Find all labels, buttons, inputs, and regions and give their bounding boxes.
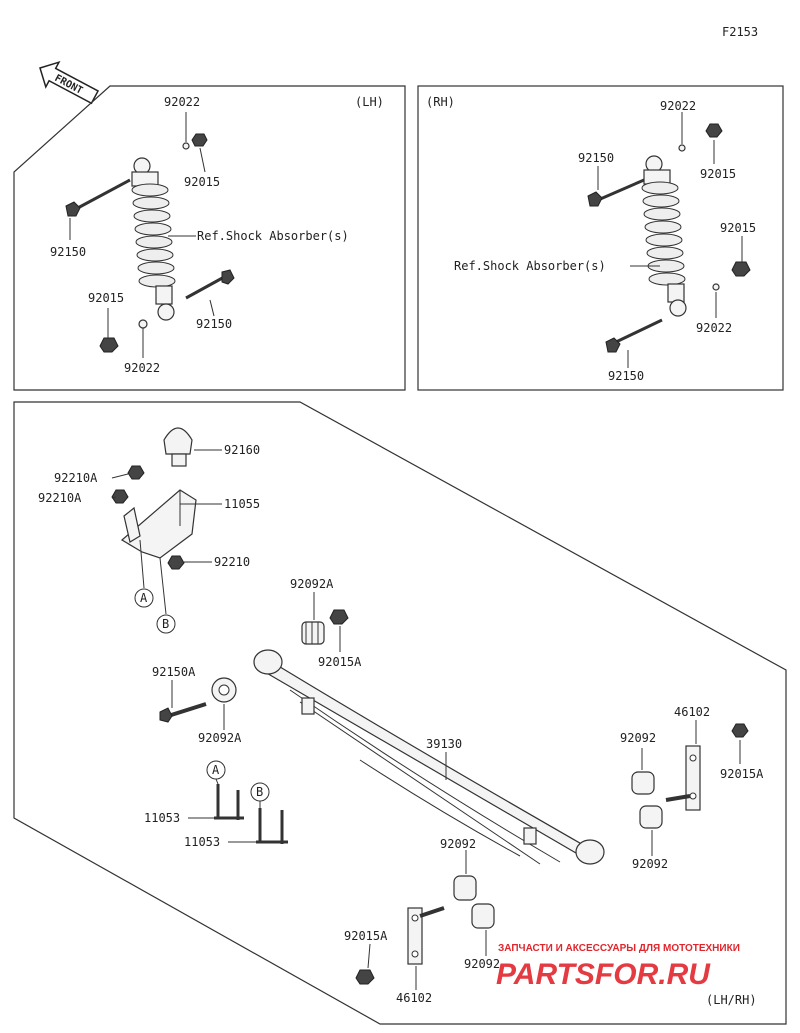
ubolt-b-circle-label: B — [256, 785, 263, 799]
rh-top-washer-callout: 92022 — [660, 99, 696, 113]
bolt-front-callout: 92150A — [152, 665, 196, 679]
rh-panel-frame — [417, 85, 784, 391]
bolt-front — [159, 702, 207, 723]
shackle-lower-callout: 46102 — [396, 991, 432, 1005]
rh-top-bolt-callout: 92150 — [578, 151, 614, 165]
rh-top-washer — [678, 144, 686, 152]
bushing-lower-2 — [471, 903, 495, 929]
nut-upper-right — [731, 723, 749, 738]
rh-side-label: (RH) — [426, 95, 455, 109]
ubolt-a-circle-label: A — [212, 763, 220, 777]
ubolt-b — [256, 808, 288, 844]
bushing-right-2 — [639, 805, 663, 829]
nut-lower-left — [355, 969, 375, 985]
lh-top-nut-callout: 92015 — [184, 175, 220, 189]
bushing-top-callout: 92092A — [290, 577, 334, 591]
lh-bottom-nut-callout: 92015 — [88, 291, 124, 305]
rh-ref-label: Ref.Shock Absorber(s) — [454, 259, 606, 273]
nut-a2-callout: 92210A — [38, 491, 82, 505]
nut-a1-callout: 92210A — [54, 471, 98, 485]
rh-bottom-bolt-callout: 92150 — [608, 369, 644, 383]
leaf-spring-callout: 39130 — [426, 737, 462, 751]
front-arrow-icon: FRONT — [39, 60, 100, 105]
rh-bottom-nut-callout: 92015 — [720, 221, 756, 235]
rh-bottom-nut — [731, 261, 751, 277]
lh-bottom-bolt-callout: 92150 — [196, 317, 232, 331]
rh-bottom-washer — [712, 283, 720, 291]
leaf-spring — [253, 649, 605, 865]
rh-bottom-washer-callout: 92022 — [696, 321, 732, 335]
circle-a — [134, 588, 154, 608]
rh-top-nut — [705, 123, 723, 138]
bushing-front-callout: 92092A — [198, 731, 242, 745]
nut-lower-left-callout: 92015A — [344, 929, 388, 943]
nut-b-callout: 92210 — [214, 555, 250, 569]
bracket — [120, 489, 197, 559]
rh-top-nut-callout: 92015 — [700, 167, 736, 181]
nut-upper-right-callout: 92015A — [720, 767, 764, 781]
lh-side-label: (LH) — [355, 95, 384, 109]
lh-bottom-nut — [99, 337, 119, 353]
stopper-callout: 92160 — [224, 443, 260, 457]
lh-bottom-bolt — [185, 269, 235, 300]
lh-top-washer-callout: 92022 — [164, 95, 200, 109]
watermark-brand: PARTSFOR.RU — [496, 958, 711, 991]
rh-bottom-bolt — [605, 318, 663, 353]
nut-a2 — [111, 489, 129, 504]
lh-top-washer — [182, 142, 190, 150]
bushing-front — [211, 677, 237, 703]
lh-panel: (LH) — [13, 85, 406, 391]
circle-b-label: B — [162, 617, 169, 631]
bushing-right-2-callout: 92092 — [632, 857, 668, 871]
bushing-lower-1 — [453, 875, 477, 901]
shackle-upper — [665, 745, 701, 811]
bump-stopper — [163, 427, 193, 467]
lh-bottom-washer-callout: 92022 — [124, 361, 160, 375]
nut-a1 — [127, 465, 145, 480]
rh-shock-absorber — [641, 155, 687, 317]
shackle-lower — [407, 906, 445, 965]
bracket-callout: 11055 — [224, 497, 260, 511]
main-panel: (LH/RH) 92160 92210A 92210A 11055 92210 … — [13, 401, 787, 1025]
nut-top — [329, 609, 349, 625]
watermark: ЗАПЧАСТИ И АКСЕССУАРЫ ДЛЯ МОТОТЕХНИКИ PA… — [496, 943, 740, 991]
circle-b — [156, 614, 176, 634]
circle-a-label: A — [140, 591, 148, 605]
rh-panel: (RH) — [417, 85, 784, 391]
watermark-tagline: ЗАПЧАСТИ И АКСЕССУАРЫ ДЛЯ МОТОТЕХНИКИ — [498, 943, 740, 954]
figure-code: F2153 — [722, 25, 758, 39]
lh-top-bolt-callout: 92150 — [50, 245, 86, 259]
main-side-label: (LH/RH) — [706, 993, 757, 1007]
bushing-top — [301, 621, 325, 645]
nut-top-callout: 92015A — [318, 655, 362, 669]
bushing-lower-2-callout: 92092 — [464, 957, 500, 971]
bushing-lower-1-callout: 92092 — [440, 837, 476, 851]
main-panel-frame — [13, 401, 787, 1025]
shackle-upper-callout: 46102 — [674, 705, 710, 719]
lh-bottom-washer — [138, 319, 148, 329]
lh-panel-frame — [13, 85, 406, 391]
lh-shock-absorber — [131, 157, 176, 321]
ubolt-b-callout: 11053 — [184, 835, 220, 849]
bushing-right-1 — [631, 771, 655, 795]
lh-ref-label: Ref.Shock Absorber(s) — [197, 229, 349, 243]
ubolt-a-callout: 11053 — [144, 811, 180, 825]
ubolt-a — [214, 784, 244, 820]
nut-b — [167, 555, 185, 570]
lh-top-nut — [191, 133, 208, 147]
lh-top-bolt — [65, 178, 131, 217]
rh-top-bolt — [587, 178, 645, 207]
bushing-right-1-callout: 92092 — [620, 731, 656, 745]
